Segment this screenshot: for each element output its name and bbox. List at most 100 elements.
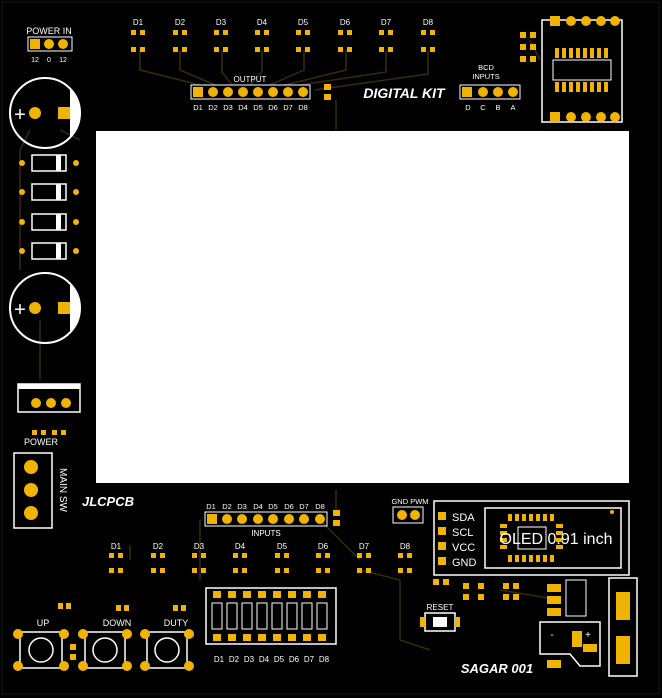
smd-cap-bottom	[70, 644, 76, 660]
output-title: OUTPUT	[234, 75, 267, 84]
dip-switch	[205, 587, 337, 645]
reset-label: RESET	[427, 603, 454, 612]
svg-text:D3: D3	[223, 103, 233, 112]
diodes	[19, 154, 79, 260]
power-led	[32, 430, 66, 435]
svg-text:D6: D6	[289, 655, 300, 664]
inputs-header-labels: D1 D2 D3 D4 D5 D6 D7 D8	[206, 502, 325, 511]
sot-regulator	[547, 579, 587, 617]
svg-text:D4: D4	[253, 502, 263, 511]
power-in-pin-label: 12	[59, 57, 67, 64]
led-label: D1	[133, 18, 144, 27]
led-d1: D1	[131, 18, 145, 52]
svg-text:D3: D3	[194, 542, 205, 551]
duty-button[interactable]: DUTY	[140, 605, 194, 671]
power-in-pin-label: 0	[47, 57, 51, 64]
oled-pin-label: VCC	[452, 542, 475, 554]
led-label: D5	[298, 18, 309, 27]
battery-holder: - +	[539, 621, 601, 668]
led-in-d7: D7	[357, 542, 371, 573]
down-button[interactable]: DOWN	[78, 605, 132, 671]
power-in-title: POWER IN	[26, 26, 72, 36]
battery-plus-label: +	[585, 630, 591, 641]
led-in-d8: D8	[398, 542, 412, 573]
inputs-header-pins	[207, 514, 325, 524]
reset-button[interactable]	[420, 612, 460, 632]
oled-pin-label: GND	[452, 557, 477, 569]
copper-traces	[19, 39, 561, 651]
bcd-pin-label: C	[480, 103, 486, 112]
input-leds: D1 D2 D3 D4 D5 D6 D7 D8	[109, 542, 412, 573]
oled-label: OLED 0.91 inch	[500, 531, 613, 548]
svg-text:D2: D2	[222, 502, 232, 511]
bcd-pin	[508, 87, 518, 97]
battery-minus-label: -	[550, 630, 553, 641]
power-in-pin	[58, 39, 68, 49]
bcd-caps	[520, 32, 536, 62]
bcd-pin	[478, 87, 488, 97]
svg-text:D1: D1	[111, 542, 122, 551]
led-label: D4	[257, 18, 268, 27]
duty-button-label: DUTY	[164, 618, 189, 628]
svg-text:D5: D5	[253, 103, 263, 112]
svg-text:D1: D1	[206, 502, 216, 511]
bcd-pin-label: A	[510, 103, 515, 112]
oled-pin-label: SCL	[452, 527, 473, 539]
svg-text:D5: D5	[277, 542, 288, 551]
resistor-pad	[324, 84, 331, 90]
signature: SAGAR 001	[461, 661, 533, 676]
svg-text:D6: D6	[268, 103, 278, 112]
bcd-subtitle: INPUTS	[472, 72, 500, 81]
bcd-pin-label: D	[465, 103, 471, 112]
led-d2: D2	[173, 18, 187, 52]
digital-kit-logo: DIGITAL KIT	[363, 85, 446, 101]
led-in-d6: D6	[316, 542, 330, 573]
bcd-pin	[462, 87, 472, 97]
electrolytic-capacitor-2: +	[9, 272, 81, 344]
gnd-pin	[397, 510, 407, 520]
svg-text:D3: D3	[244, 655, 255, 664]
oled-module: SDA SCL VCC GND OLED 0.91 inch	[433, 500, 630, 576]
bcd-header	[459, 84, 521, 100]
resistor-pad	[324, 94, 331, 100]
output-header	[190, 84, 311, 100]
led-in-d5: D5	[275, 542, 289, 573]
main-switch	[13, 452, 53, 529]
led-d7: D7	[379, 18, 393, 52]
dip-labels: D1 D2 D3 D4 D5 D6 D7 D8	[214, 655, 330, 664]
svg-text:D4: D4	[235, 542, 246, 551]
led-in-d3: D3	[192, 542, 206, 573]
power-in-pin-label: 12	[31, 57, 39, 64]
up-button-label: UP	[37, 618, 50, 628]
up-button[interactable]: UP	[13, 603, 71, 671]
bcd-pin-label: B	[495, 103, 500, 112]
ic-module	[541, 16, 623, 123]
svg-text:D1: D1	[193, 103, 203, 112]
svg-text:D5: D5	[268, 502, 278, 511]
main-sw-label: MAIN SW	[57, 468, 68, 512]
svg-text:D3: D3	[237, 502, 247, 511]
svg-text:D5: D5	[274, 655, 285, 664]
svg-text:D6: D6	[284, 502, 294, 511]
led-label: D3	[216, 18, 227, 27]
inputs-title: INPUTS	[251, 529, 280, 538]
inputs-header	[204, 511, 328, 527]
output-header-labels: D1 D2 D3 D4 D5 D6 D7 D8	[193, 103, 308, 112]
power-in-pin	[44, 39, 54, 49]
output-header-pins	[193, 87, 308, 97]
led-label: D8	[423, 18, 434, 27]
right-connector	[608, 577, 638, 677]
led-d5: D5	[296, 18, 310, 52]
cap-plus-label: +	[14, 299, 26, 321]
gnd-pwm-header	[392, 506, 424, 524]
led-label: D7	[381, 18, 392, 27]
svg-text:D4: D4	[259, 655, 270, 664]
cover-area	[96, 131, 629, 483]
svg-text:D2: D2	[208, 103, 218, 112]
led-d3: D3	[214, 18, 228, 52]
svg-text:D6: D6	[318, 542, 329, 551]
jlcpcb-logo: JLCPCB	[82, 494, 134, 509]
down-button-label: DOWN	[103, 618, 132, 628]
power-in-header	[27, 36, 73, 52]
